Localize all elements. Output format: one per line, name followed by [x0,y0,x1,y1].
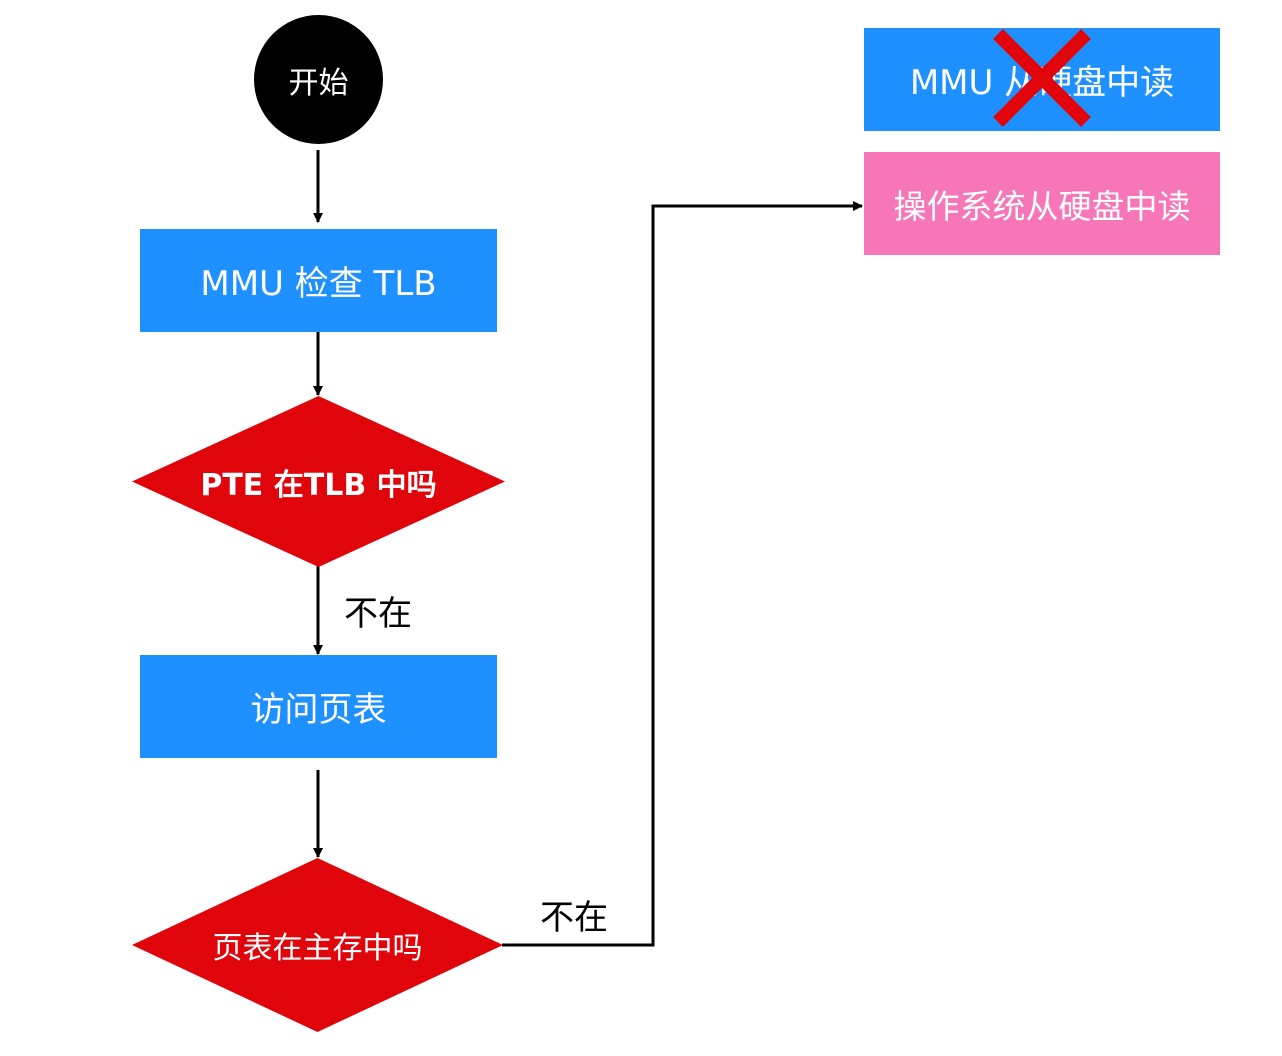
edge-label-not-in-memory: 不在 [540,898,608,938]
page-table-in-memory-label: 页表在主存中吗 [212,931,423,966]
start-node: 开始 [254,15,383,144]
check-tlb-label: MMU 检查 TLB [200,264,437,304]
edge-label-not-in-tlb: 不在 [344,594,412,634]
os-read-disk-node: 操作系统从硬盘中读 [864,152,1220,255]
start-label: 开始 [288,65,349,101]
mmu-read-disk-node: MMU 从硬盘中读 [864,28,1220,131]
check-tlb-node: MMU 检查 TLB [140,229,497,332]
access-page-table-node: 访问页表 [140,655,497,758]
os-read-disk-label: 操作系统从硬盘中读 [893,186,1191,226]
cross-icon [993,29,1091,127]
access-page-table-label: 访问页表 [250,690,387,730]
arrow-decision-to-os-read [502,201,863,947]
page-table-in-memory-decision: 页表在主存中吗 [132,858,503,1032]
pte-in-tlb-label: PTE 在TLB 中吗 [200,467,437,503]
pte-in-tlb-decision: PTE 在TLB 中吗 [132,396,505,567]
